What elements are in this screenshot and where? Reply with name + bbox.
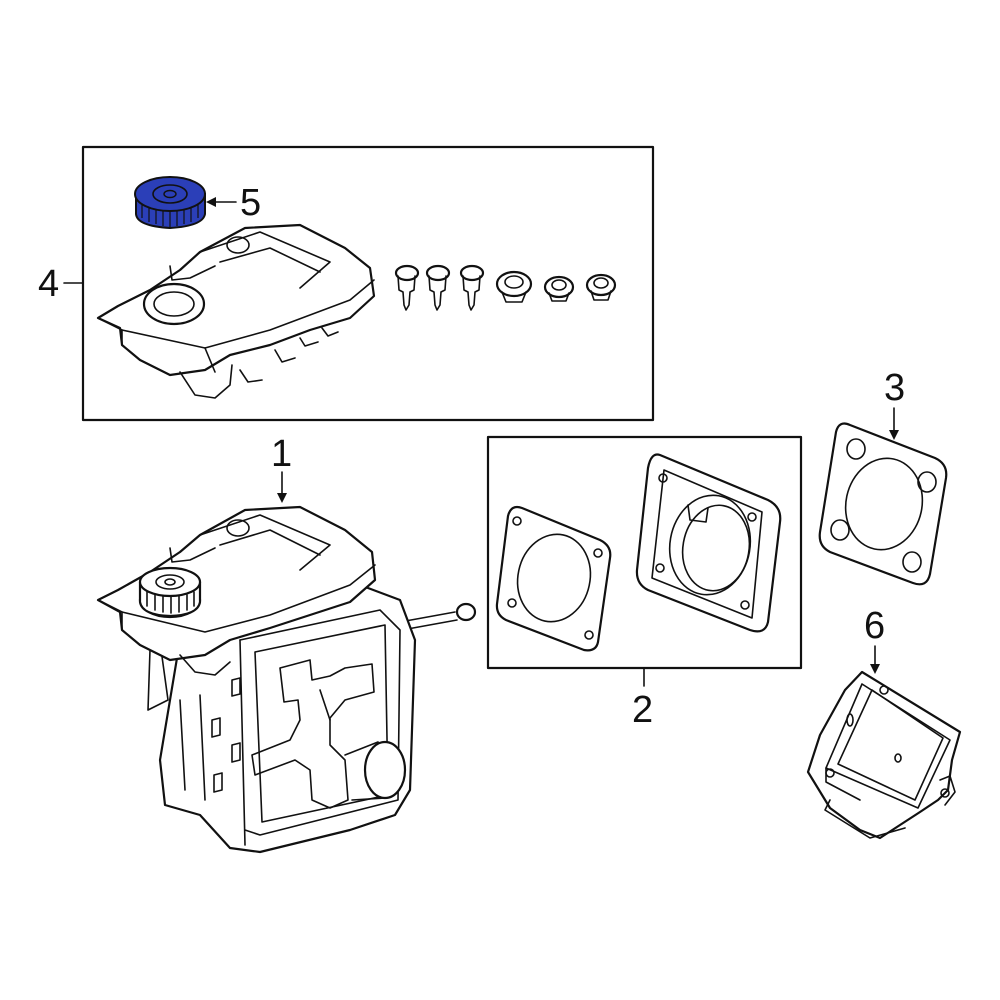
callout-5: 5 [240,182,261,224]
grommet-icon [585,273,617,301]
pin-icon [425,264,451,311]
control-module-icon [806,670,962,840]
grommet-icon [543,275,575,302]
callout-1-arrow [277,493,287,503]
pin-icon [459,264,485,311]
pin-icon [394,264,420,311]
brake-booster-assembly-icon [96,505,477,854]
callout-4: 4 [38,263,59,305]
adapter-plate-icon [635,453,782,633]
grommet-icon [495,270,533,303]
reservoir-icon [96,223,376,399]
callout-2: 2 [632,689,653,731]
callout-6: 6 [864,605,885,647]
gasket-kit-group [486,435,803,670]
gasket-icon [495,505,612,652]
callout-5-arrow [206,197,216,207]
reservoir-kit-group: 5 [81,145,655,422]
callout-6-arrow [870,664,880,674]
callout-1: 1 [271,433,292,475]
gasket-icon [818,422,948,586]
callout-3-arrow [889,430,899,440]
callout-3: 3 [884,367,905,409]
reservoir-cap-icon[interactable] [134,176,206,230]
